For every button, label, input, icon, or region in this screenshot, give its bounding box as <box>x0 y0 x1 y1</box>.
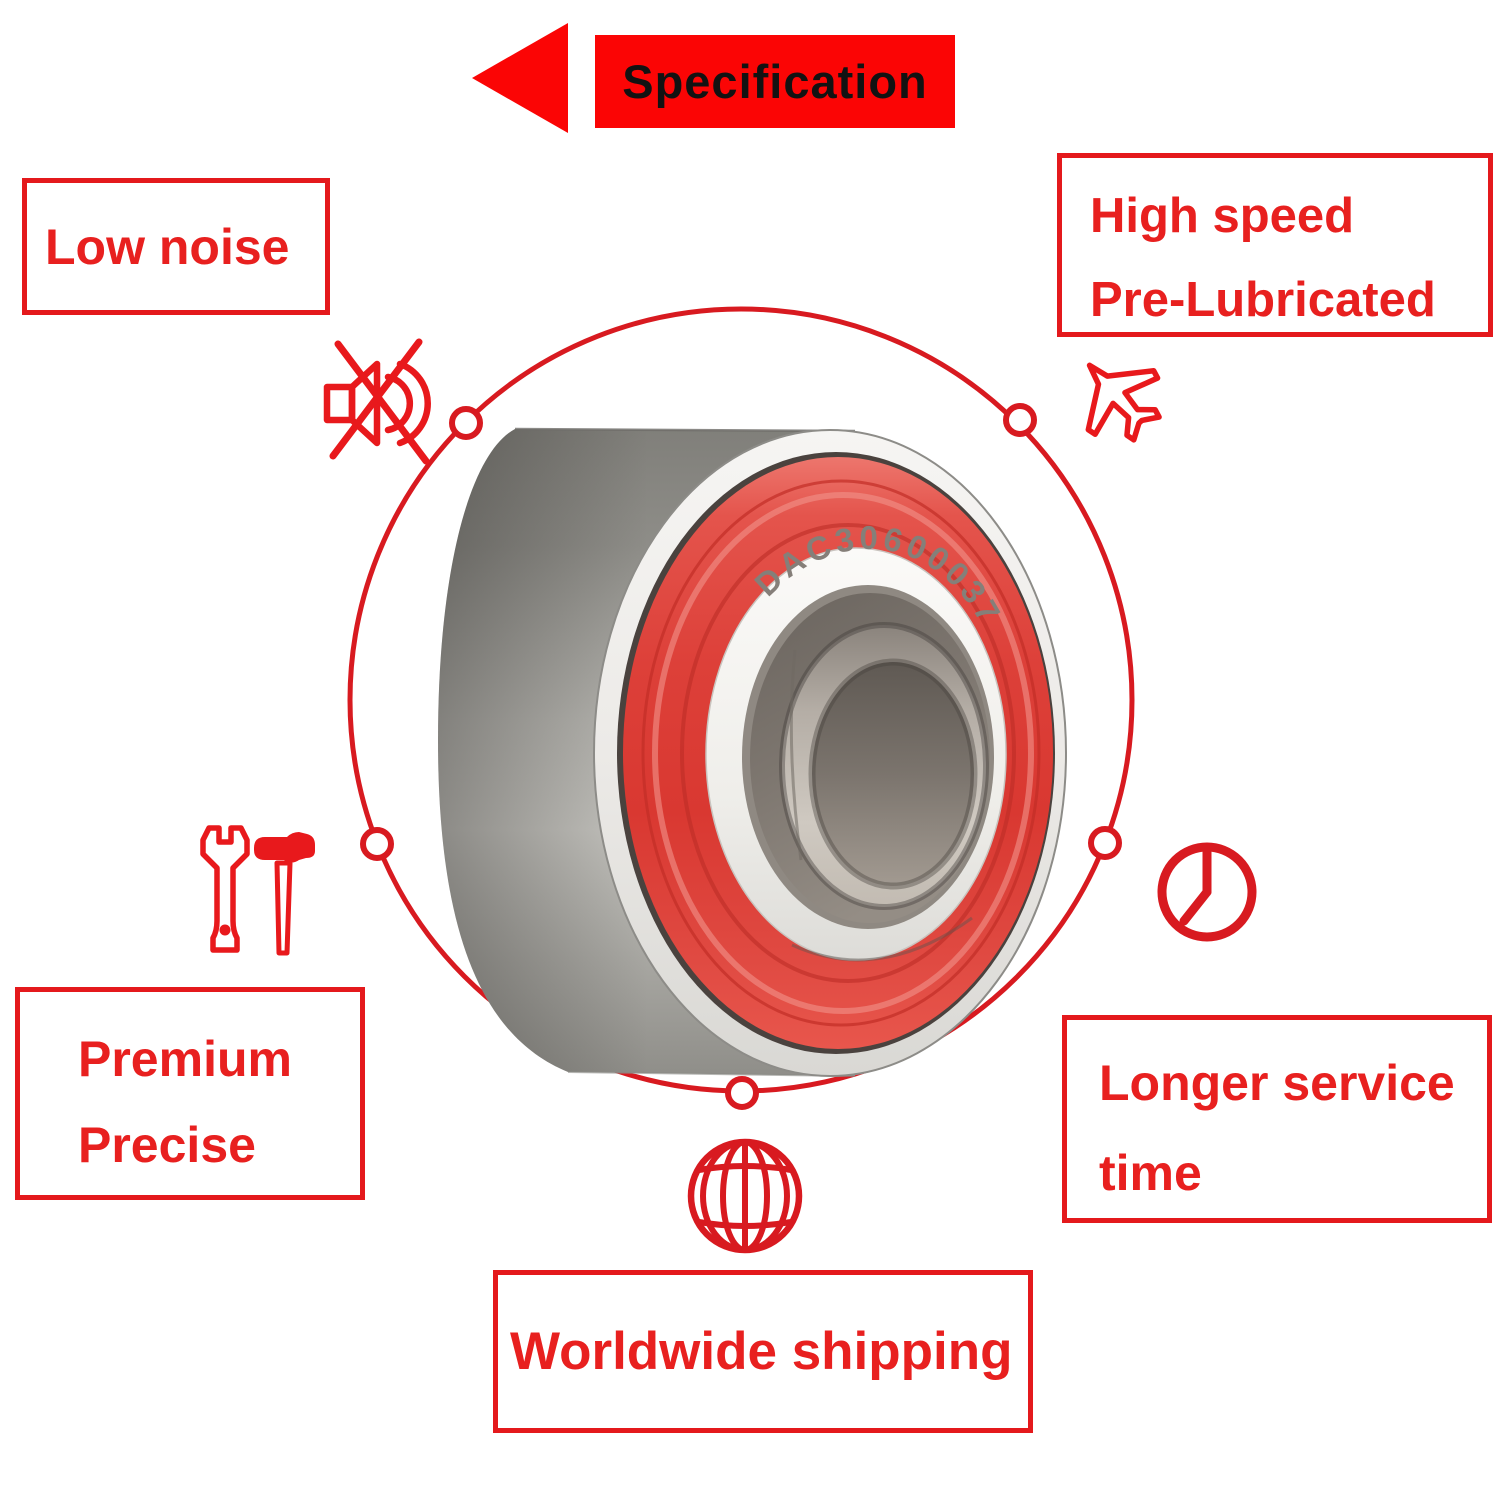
clock-icon <box>1157 842 1257 942</box>
callout-low-noise: Low noise <box>22 178 330 315</box>
longer-service-line2: time <box>1099 1145 1202 1201</box>
circle-node <box>360 827 394 861</box>
premium-line2: Precise <box>78 1117 256 1173</box>
callout-premium-precise: Premium Precise <box>15 987 365 1200</box>
circle-nodes <box>360 403 1122 1110</box>
callout-worldwide-shipping: Worldwide shipping <box>493 1270 1033 1433</box>
circle-node <box>1003 403 1037 437</box>
bearing-face: DAC30600037 <box>593 429 1067 1077</box>
circle-node <box>725 1076 759 1110</box>
circle-node <box>449 406 483 440</box>
worldwide-label: Worldwide shipping <box>510 1322 1013 1381</box>
callout-high-speed: High speed Pre-Lubricated <box>1057 153 1493 337</box>
circle-node <box>1088 826 1122 860</box>
specification-banner: Specification <box>595 35 955 128</box>
premium-line1: Premium <box>78 1031 292 1087</box>
muted-speaker-icon <box>323 338 431 465</box>
bearing-image: DAC30600037 <box>438 427 1067 1077</box>
callout-longer-service: Longer service time <box>1062 1015 1492 1223</box>
globe-icon <box>687 1138 803 1254</box>
low-noise-label: Low noise <box>45 218 290 275</box>
specification-label: Specification <box>622 55 928 108</box>
longer-service-line1: Longer service <box>1099 1055 1455 1111</box>
airplane-icon <box>1085 362 1162 443</box>
high-speed-line1: High speed <box>1090 189 1355 243</box>
wrench-hammer-icon <box>200 825 315 956</box>
high-speed-line2: Pre-Lubricated <box>1090 273 1436 327</box>
left-arrow-icon <box>472 23 568 133</box>
